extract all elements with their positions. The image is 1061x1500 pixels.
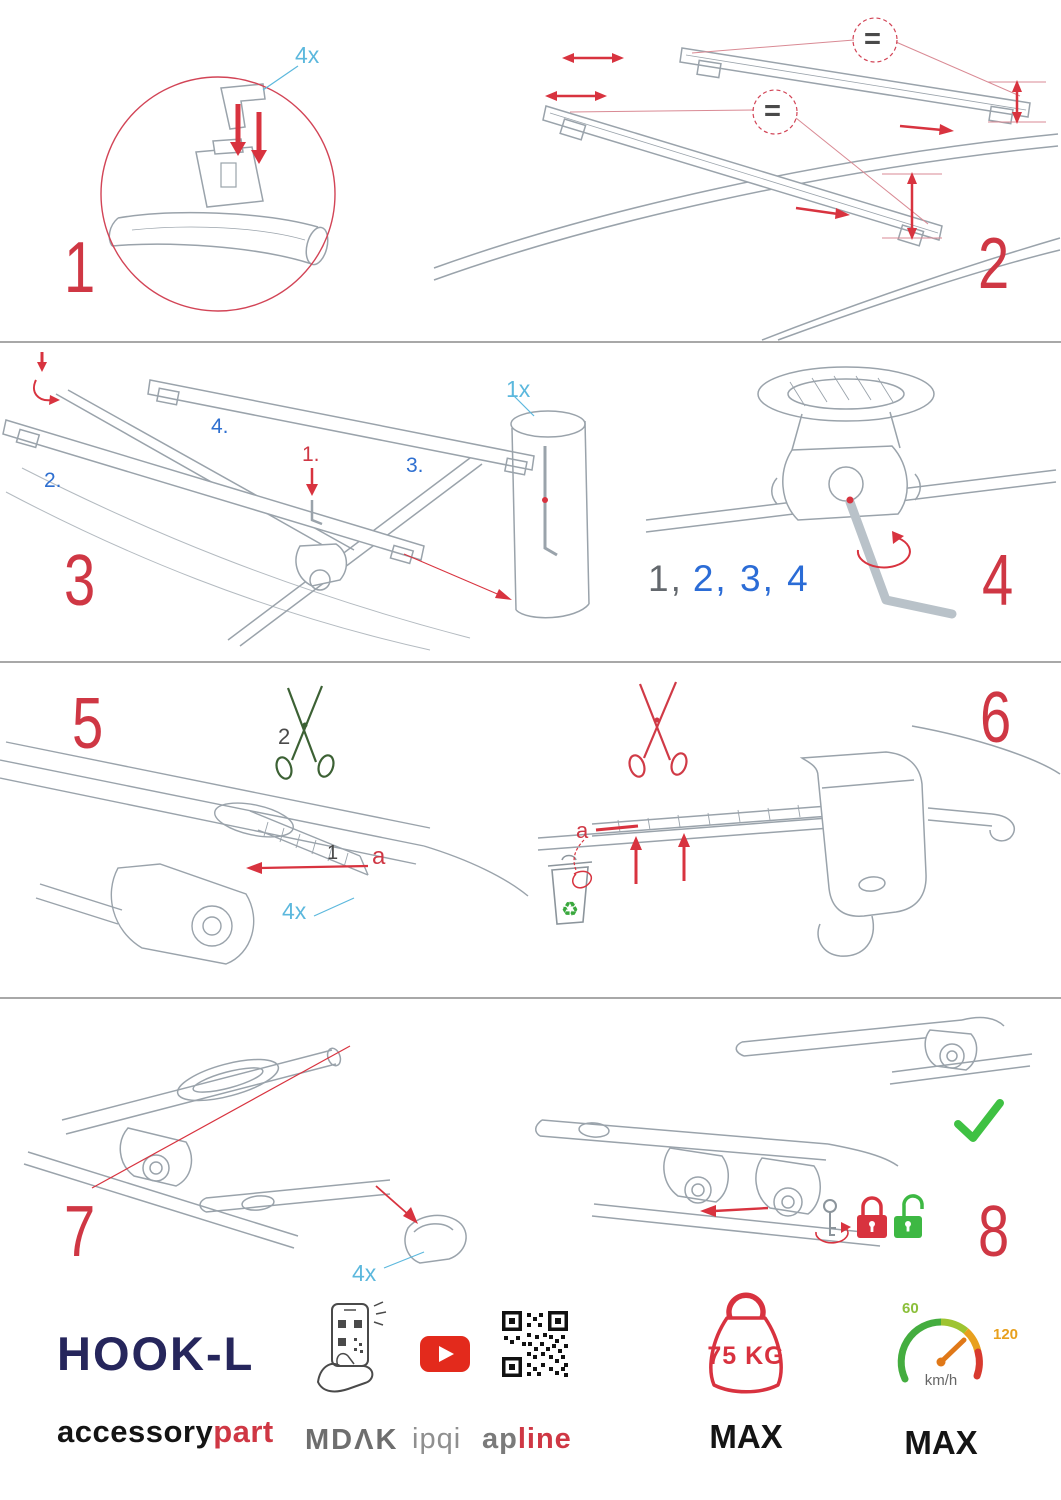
step1-qty-label: 4x [295,42,320,68]
trash-bin-icon [547,854,593,925]
rotate-arrow-icon [846,496,911,569]
insert-arrows-icon [230,104,267,164]
step6-strap-label: a [576,818,589,843]
step4-sequence: 1,2, 3, 4 [648,558,810,600]
product-name: HOOK-L [57,1327,255,1380]
step5-number: 5 [72,684,103,764]
step6-number: 6 [980,678,1011,758]
weight-max-label: MAX [709,1418,783,1455]
attach-arrow-icon [375,1185,418,1224]
step3-red-marks [33,352,548,600]
step3-illustration [2,352,590,651]
step7-qty-label: 4x [352,1260,377,1286]
step7-illustration [23,1045,467,1269]
step3-number: 3 [64,541,95,621]
speed-unit-label: km/h [924,1372,958,1389]
adjust-arrows-icon [545,53,1022,240]
padlock-closed-icon [857,1196,887,1238]
step3-sub2-label: 2. [44,469,62,492]
step4-number: 4 [982,541,1013,621]
checkmark-icon [954,1099,1004,1142]
step5-qty-label: 4x [282,898,307,924]
magnifier-circle [100,76,336,312]
brand-left: accessory [57,1414,214,1449]
scissors-icon-green [275,685,335,780]
phone-qr-icon [316,1301,387,1393]
discard-strap-marks [572,824,690,889]
section-divider-1 [0,341,1061,343]
section-divider-3 [0,997,1061,999]
step5-pull-label: 1 [327,842,339,864]
qr-code [502,1311,568,1377]
step7-number: 7 [64,1192,95,1272]
step3-qty-label: 1x [506,376,531,402]
step2-illustration [433,17,1061,341]
recycle-icon: ♻ [561,899,579,921]
step8-number: 8 [978,1192,1009,1272]
step6-illustration: ♻ [537,681,1061,957]
speedometer-icon [897,1318,983,1383]
brand-wordmark: accessorypart [57,1414,274,1450]
step3-sub4-label: 4. [211,415,229,438]
speed-high-label: 120 [993,1326,1019,1343]
step1-number: 1 [64,228,95,308]
logo-ipqi: ipqi [412,1423,462,1455]
padlock-open-icon [894,1194,924,1238]
step3-sub3-label: 3. [406,454,424,477]
logo-apline: apline [482,1423,572,1456]
speed-low-label: 60 [902,1300,919,1317]
brand-right: part [213,1414,274,1449]
scissors-icon-red [628,681,688,778]
step5-cut-label: 2 [278,724,291,749]
allen-key-icon [845,497,957,619]
step4-sequence-done: 1, [648,558,683,599]
step3-sub1-label: 1. [302,443,320,466]
step5-illustration [0,685,529,965]
logo-mdak: MDΛK [305,1424,399,1456]
step5-strap-label: a [372,843,386,870]
dimension-lines [569,17,1046,239]
step1-illustration [100,65,336,312]
weight-icon [709,1292,783,1394]
alignment-red-line [91,1045,351,1189]
speed-max-label: MAX [904,1424,978,1461]
step2-equal-mid: = [764,95,781,127]
key-rotate-arrow [815,1222,851,1244]
youtube-icon [420,1336,470,1372]
logo-apline-right: line [517,1423,572,1455]
step8-illustration [535,1016,1033,1247]
step2-equal-top: = [864,23,881,55]
pull-arrow-icon [246,862,369,874]
step2-number: 2 [978,224,1009,304]
step4-illustration [645,366,1057,619]
logo-apline-left: ap [482,1423,518,1455]
weight-value: 75 KG [707,1342,785,1370]
slide-arrow-icon [700,1205,769,1217]
key-icon [823,1199,837,1236]
step4-sequence-remaining: 2, 3, 4 [692,558,810,599]
section-divider-2 [0,661,1061,663]
